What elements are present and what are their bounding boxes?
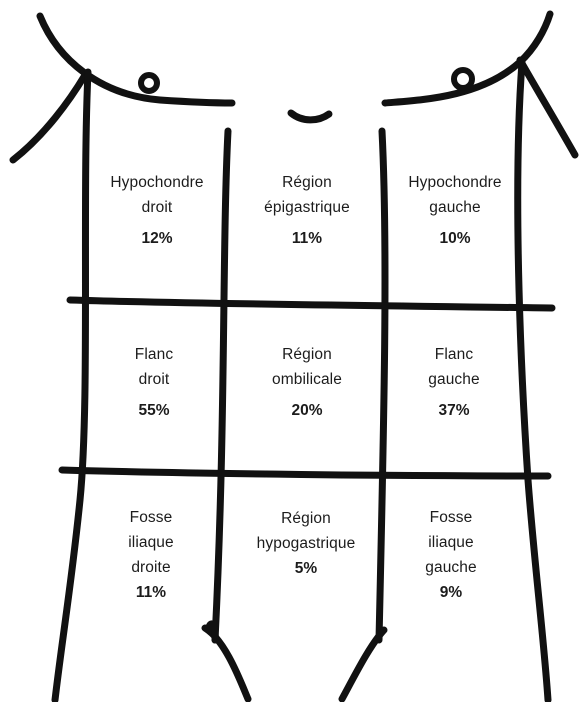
region-percent: 55%	[79, 398, 229, 423]
left-arm-line	[13, 75, 85, 160]
region-percent: 10%	[380, 226, 530, 251]
region-hypogastrique: Région hypogastrique 5%	[231, 506, 381, 581]
region-flanc-gauche: Flanc gauche 37%	[379, 342, 529, 423]
region-percent: 11%	[76, 580, 226, 605]
region-percent: 37%	[379, 398, 529, 423]
region-hypochondre-droit: Hypochondre droit 12%	[82, 170, 232, 251]
right-arm-line	[520, 60, 575, 155]
region-epigastrique: Région épigastrique 11%	[232, 170, 382, 251]
upper-horizontal-line	[70, 300, 552, 308]
region-label: Flanc gauche	[379, 342, 529, 392]
region-percent: 5%	[231, 556, 381, 581]
right-nipple	[454, 70, 472, 88]
left-chest-curve	[40, 16, 232, 103]
region-label: Hypochondre gauche	[380, 170, 530, 220]
region-flanc-droit: Flanc droit 55%	[79, 342, 229, 423]
region-percent: 9%	[376, 580, 526, 605]
navel-mark	[291, 113, 329, 120]
left-leg-line	[205, 628, 248, 699]
region-ombilicale: Région ombilicale 20%	[232, 342, 382, 423]
region-hypochondre-gauche: Hypochondre gauche 10%	[380, 170, 530, 251]
left-nipple	[141, 75, 157, 91]
region-label: Hypochondre droit	[82, 170, 232, 220]
region-fosse-iliaque-droite: Fosse iliaque droite 11%	[76, 505, 226, 605]
region-label: Fosse iliaque gauche	[376, 505, 526, 580]
region-percent: 11%	[232, 226, 382, 251]
region-label: Région épigastrique	[232, 170, 382, 220]
right-leg-line	[342, 630, 384, 699]
region-label: Région ombilicale	[232, 342, 382, 392]
lower-horizontal-line	[62, 470, 548, 476]
region-fosse-iliaque-gauche: Fosse iliaque gauche 9%	[376, 505, 526, 605]
region-percent: 20%	[232, 398, 382, 423]
region-label: Région hypogastrique	[231, 506, 381, 556]
region-percent: 12%	[82, 226, 232, 251]
region-label: Fosse iliaque droite	[76, 505, 226, 580]
region-label: Flanc droit	[79, 342, 229, 392]
